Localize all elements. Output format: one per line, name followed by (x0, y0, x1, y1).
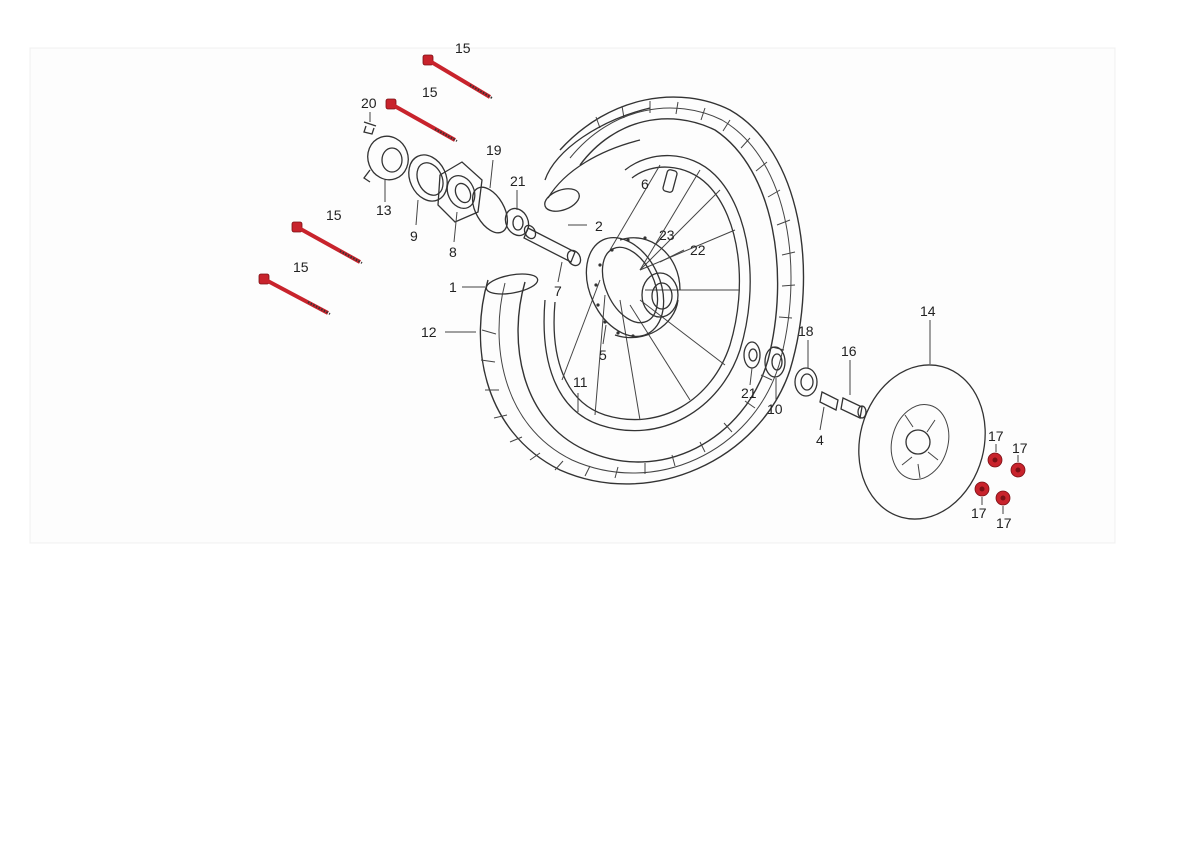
label-14: 14 (920, 303, 936, 319)
label-17-a: 17 (988, 428, 1004, 444)
bolt-15-b (385, 98, 458, 142)
label-19: 19 (486, 142, 502, 158)
tire (479, 96, 805, 485)
label-16: 16 (841, 343, 857, 359)
label-7: 7 (554, 283, 562, 299)
left-parts (363, 121, 530, 237)
label-17-c: 17 (971, 505, 987, 521)
brake-disc (858, 364, 986, 520)
label-10: 10 (767, 401, 783, 417)
paper-sheet (29, 47, 1116, 544)
bolt-15-d (258, 273, 331, 315)
label-13: 13 (376, 202, 392, 218)
label-18: 18 (798, 323, 814, 339)
label-2: 2 (595, 218, 603, 234)
axle-bolts (258, 54, 493, 315)
label-20: 20 (361, 95, 377, 111)
rim-and-spokes (543, 154, 751, 432)
bolt-15-c (291, 221, 363, 264)
label-8: 8 (449, 244, 457, 260)
label-15-a: 15 (455, 40, 471, 56)
label-15-c: 15 (326, 207, 342, 223)
part-labels: 15 15 20 19 21 6 2 13 9 8 15 15 23 22 1 … (293, 40, 1028, 531)
nut-17-c (974, 481, 990, 497)
label-4: 4 (816, 432, 824, 448)
nut-17-b (1010, 462, 1026, 478)
nut-17-d (995, 490, 1011, 506)
label-9: 9 (410, 228, 418, 244)
label-21-right: 21 (741, 385, 757, 401)
disc-nuts (974, 452, 1026, 506)
label-12: 12 (421, 324, 437, 340)
leader-lines (369, 112, 1019, 514)
label-23: 23 (659, 227, 675, 243)
label-15-b: 15 (422, 84, 438, 100)
nut-17-a (987, 452, 1003, 468)
right-parts (743, 341, 867, 419)
label-22: 22 (690, 242, 706, 258)
label-17-b: 17 (1012, 440, 1028, 456)
label-15-d: 15 (293, 259, 309, 275)
label-21-left: 21 (510, 173, 526, 189)
axle-7 (523, 224, 582, 267)
hub (585, 236, 681, 339)
label-17-d: 17 (996, 515, 1012, 531)
label-6: 6 (641, 176, 649, 192)
label-1: 1 (449, 279, 457, 295)
label-5: 5 (599, 347, 607, 363)
label-11: 11 (573, 374, 588, 390)
bolt-15-a (422, 54, 493, 99)
